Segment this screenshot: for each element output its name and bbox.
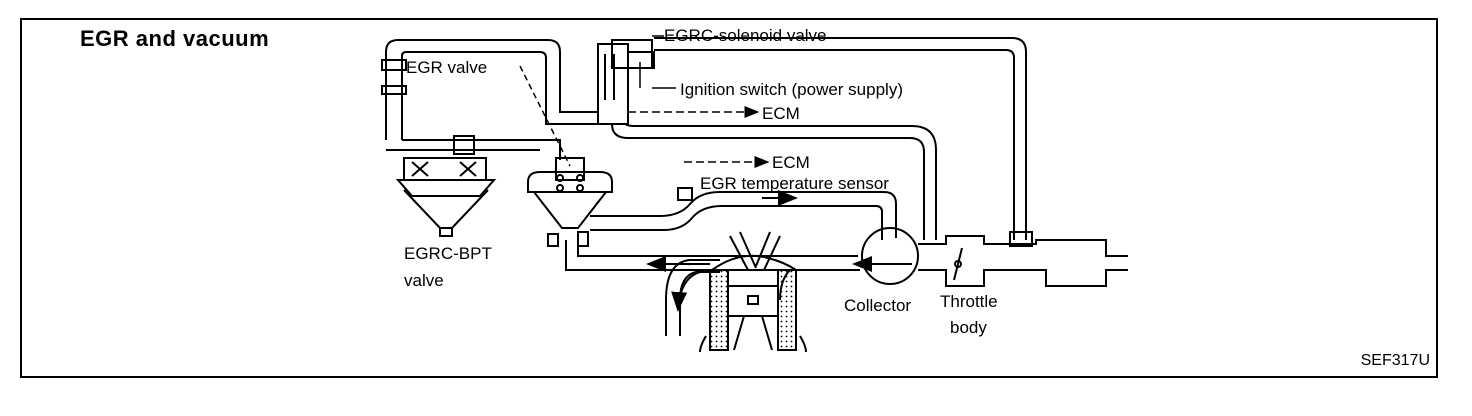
label-collector: Collector — [844, 296, 912, 315]
intake-pipe-bottom — [918, 269, 1128, 287]
label-egrc-bpt-valve: valve — [404, 271, 444, 290]
connecting-rod — [733, 315, 773, 351]
label-egrc-solenoid-valve: EGRC-solenoid valve — [664, 26, 827, 45]
cylinder-wall-right — [777, 269, 797, 351]
vacuum-hose-collector-inner — [625, 123, 937, 240]
label-throttle-body: body — [950, 318, 987, 337]
hose-nipple-right — [1009, 231, 1033, 247]
throttle-plate — [953, 247, 963, 281]
label-throttle: Throttle — [940, 292, 998, 311]
piston — [727, 285, 779, 317]
egr-pipe-to-collector — [590, 191, 897, 238]
vacuum-hose-right-top — [654, 37, 1027, 240]
flow-arrow-exhaust-out — [671, 271, 701, 312]
intake-valve — [729, 231, 757, 271]
label-egr-temperature-sensor: EGR temperature sensor — [700, 174, 889, 193]
label-egrc-bpt: EGRC-BPT — [404, 244, 492, 263]
vacuum-hose-right-top-inner — [654, 49, 1015, 240]
label-ecm-solenoid: ECM — [762, 104, 800, 123]
egr-valve-top — [555, 157, 585, 181]
cylinder-wall-left — [709, 269, 729, 351]
diagram-frame — [20, 18, 1438, 378]
exhaust-port — [665, 259, 720, 336]
egrc-bpt-top — [403, 157, 487, 181]
egrc-bpt-diaphragm — [395, 179, 497, 197]
egr-passage-inner — [577, 240, 858, 257]
figure-code: SEF317U — [1360, 352, 1430, 369]
egr-passage-outer — [565, 240, 860, 271]
hose-connector-left-2 — [381, 85, 407, 95]
egr-valve-funnel — [533, 191, 607, 229]
vacuum-hose-top — [385, 39, 598, 140]
exhaust-valve — [755, 231, 781, 271]
intake-pipe-top — [918, 235, 1128, 257]
label-ignition-switch: Ignition switch (power supply) — [680, 80, 903, 99]
egr-pipe-to-collector-inner — [590, 205, 883, 240]
bpt-to-egr-hose — [402, 139, 561, 160]
leader-egr-valve — [519, 65, 571, 167]
collector-chamber — [861, 227, 919, 285]
egrc-bpt-funnel — [403, 189, 489, 229]
cylinder-head — [711, 254, 797, 271]
hose-connector-left — [381, 59, 407, 71]
egr-temp-sensor — [677, 187, 693, 201]
label-egr-valve: EGR valve — [406, 58, 488, 77]
vacuum-hose-top-inner — [401, 51, 598, 140]
diagram-title: EGR and vacuum — [80, 26, 270, 51]
label-ecm-sensor: ECM — [772, 153, 810, 172]
egrc-solenoid-connector — [627, 51, 655, 69]
egr-valve-diaphragm — [527, 171, 613, 193]
vacuum-hose-collector — [611, 123, 925, 240]
